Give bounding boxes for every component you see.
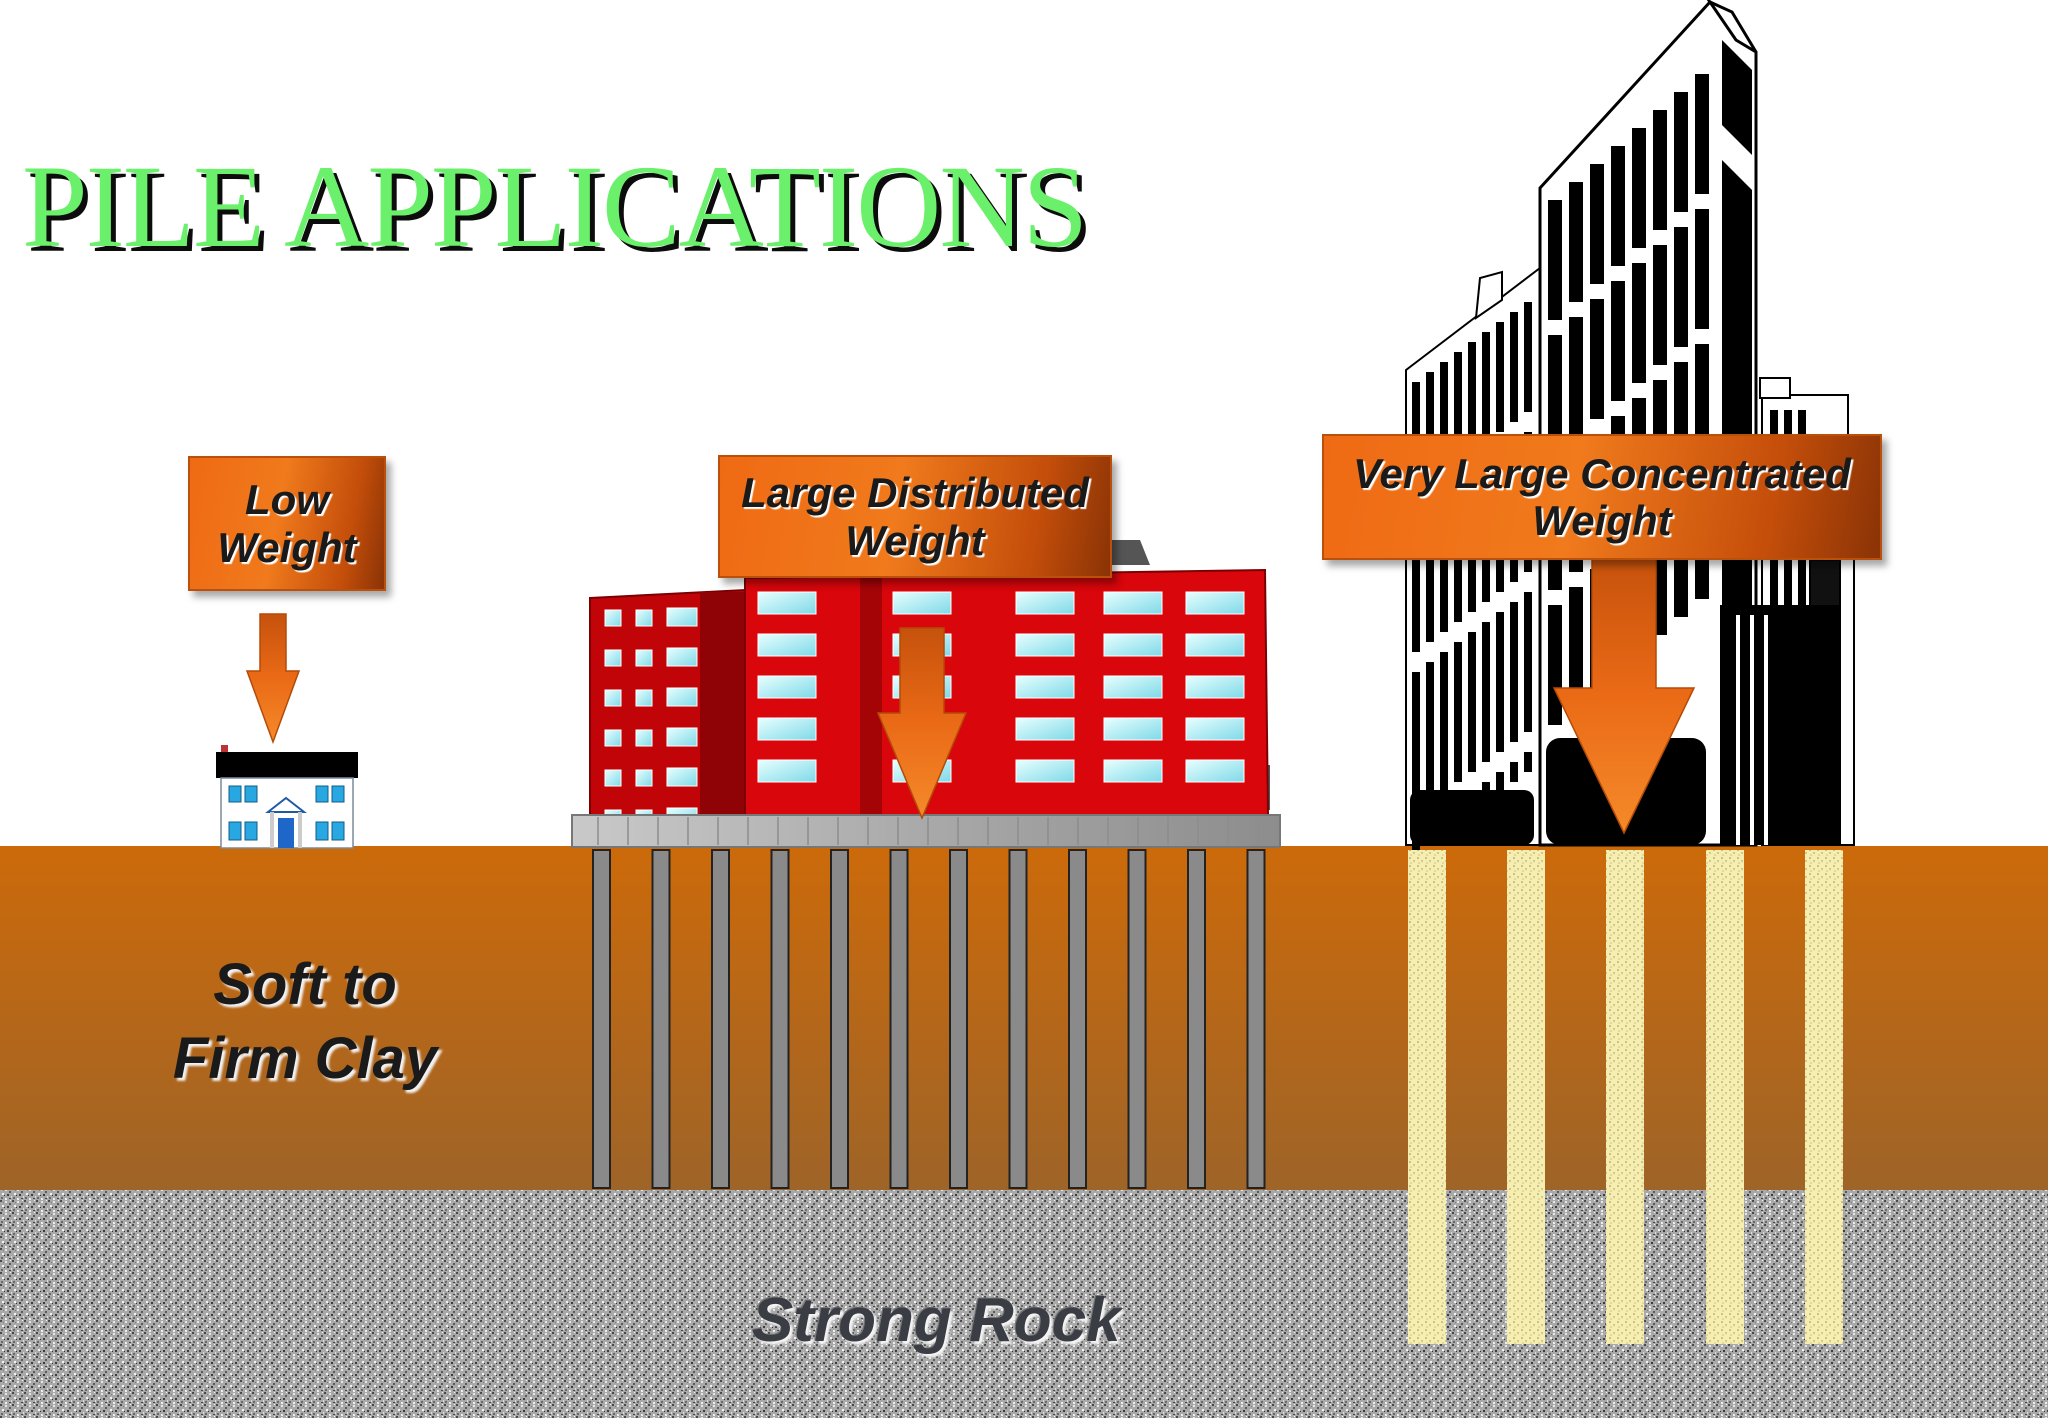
bored-pile [1408, 850, 1446, 1344]
distributed-weight-line-1: Large Distributed [741, 469, 1089, 517]
low-weight-line-2: Weight [217, 523, 357, 571]
concentrated-weight-label: Very Large Concentrated Weight [1322, 434, 1882, 560]
distributed-weight-line-2: Weight [845, 516, 985, 564]
driven-pile [711, 849, 730, 1189]
distributed-weight-arrow [876, 627, 968, 820]
clay-label: Soft to Firm Clay [130, 948, 480, 1096]
rock-label: Strong Rock [752, 1286, 1121, 1355]
bored-pile [1507, 850, 1545, 1344]
clay-label-line-2: Firm Clay [172, 1026, 438, 1092]
driven-pile [1008, 849, 1028, 1189]
page-title: PILE APPLICATIONS [22, 141, 1088, 272]
house-illustration [216, 745, 358, 849]
concentrated-weight-arrow [1552, 556, 1696, 835]
driven-pile [889, 849, 909, 1189]
driven-pile [1068, 849, 1087, 1189]
clay-label-line-1: Soft to [213, 952, 397, 1017]
low-weight-line-1: Low [245, 476, 329, 524]
driven-pile [1127, 849, 1147, 1189]
red-building-illustration [571, 540, 1281, 848]
driven-pile [651, 849, 671, 1189]
driven-pile [770, 849, 790, 1189]
bored-pile [1706, 850, 1744, 1344]
concentrated-weight-line-2: Weight [1532, 497, 1672, 544]
pile-cap [571, 814, 1281, 848]
low-weight-arrow [245, 613, 301, 745]
driven-piles [592, 849, 1266, 1189]
low-weight-label: Low Weight [188, 456, 386, 591]
driven-pile [1246, 849, 1266, 1189]
bored-piles [1408, 850, 1843, 1344]
concentrated-weight-line-1: Very Large Concentrated [1353, 449, 1851, 497]
driven-pile [949, 849, 968, 1189]
driven-pile [830, 849, 849, 1189]
bored-pile [1805, 850, 1843, 1344]
bored-pile [1606, 850, 1644, 1344]
distributed-weight-label: Large Distributed Weight [718, 455, 1112, 578]
driven-pile [592, 849, 611, 1189]
driven-pile [1187, 849, 1206, 1189]
